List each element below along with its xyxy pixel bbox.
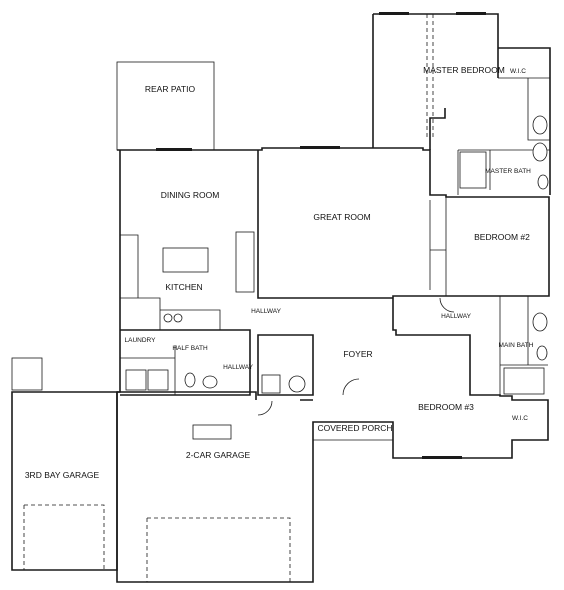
dryer xyxy=(147,369,169,391)
label-bedroom-3: BEDROOM #3 xyxy=(418,402,474,412)
label-2-car-garage: 2-CAR GARAGE xyxy=(186,450,251,460)
master-bath-walls xyxy=(457,77,550,195)
label-great-room: GREAT ROOM xyxy=(313,212,370,222)
laundry-halfbath-walls xyxy=(120,329,251,396)
label-kitchen: KITCHEN xyxy=(165,282,202,292)
label-hallway-right: HALLWAY xyxy=(441,313,472,320)
label-hallway-main: HALLWAY xyxy=(251,308,282,315)
tub-fixture xyxy=(503,367,545,395)
label-foyer: FOYER xyxy=(343,349,372,359)
hall-closet-walls xyxy=(257,334,314,396)
label-rear-patio: REAR PATIO xyxy=(145,84,196,94)
garage-door-dash xyxy=(146,517,291,582)
shower-fixture xyxy=(459,151,487,189)
label-master-bedroom: MASTER BEDROOM xyxy=(423,65,505,75)
label-bedroom-2: BEDROOM #2 xyxy=(474,232,530,242)
door-swings xyxy=(257,297,455,416)
label-wic-master: W.I.C xyxy=(510,68,526,75)
range-burner-1 xyxy=(163,313,173,323)
porch-outline xyxy=(312,422,393,441)
kitchen-pantry xyxy=(235,231,255,293)
label-half-bath: HALF BATH xyxy=(172,345,208,352)
label-laundry: LAUNDRY xyxy=(125,337,157,344)
label-covered-porch: COVERED PORCH xyxy=(317,423,392,433)
label-master-bath: MASTER BATH xyxy=(485,168,531,175)
master-toilet xyxy=(537,174,549,190)
master-closet-dash xyxy=(426,14,434,140)
label-main-bath: MAIN BATH xyxy=(499,342,534,349)
laundry-divider xyxy=(120,345,176,395)
great-room-wall xyxy=(257,150,393,299)
garage-top-wall xyxy=(117,391,313,401)
main-sink xyxy=(532,312,548,332)
kitchen-island xyxy=(162,247,209,273)
concrete-stoop xyxy=(11,357,43,391)
exterior-wall xyxy=(116,147,550,583)
rear-patio-outline xyxy=(116,61,215,151)
range-burner-2 xyxy=(173,313,183,323)
furnace xyxy=(288,375,306,393)
third-bay-walls xyxy=(11,391,118,571)
master-sink-2 xyxy=(532,142,548,162)
washer xyxy=(125,369,147,391)
main-bath-walls xyxy=(499,296,548,396)
bedroom-2-walls xyxy=(429,197,447,296)
master-sink-1 xyxy=(532,115,548,135)
label-wic-bed3: W.I.C xyxy=(512,415,528,422)
water-heater xyxy=(261,374,281,394)
third-bay-door-dash xyxy=(23,504,105,570)
main-toilet xyxy=(536,345,548,361)
garage-sign xyxy=(192,424,232,440)
half-bath-toilet xyxy=(184,372,196,388)
master-suite-walls xyxy=(372,13,551,195)
label-hallway-left: HALLWAY xyxy=(223,364,254,371)
half-bath-sink xyxy=(202,375,218,389)
label-dining-room: DINING ROOM xyxy=(161,190,220,200)
label-3rd-bay-garage: 3RD BAY GARAGE xyxy=(25,470,100,480)
